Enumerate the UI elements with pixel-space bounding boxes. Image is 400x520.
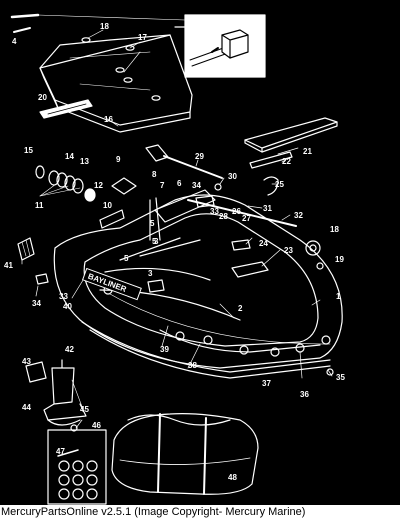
seat-bracket-part xyxy=(249,151,293,169)
roll-part xyxy=(17,237,35,261)
seat-plank-part xyxy=(244,117,338,153)
part-callout-7: 7 xyxy=(160,181,165,190)
part-callout-17: 17 xyxy=(138,33,147,42)
storage-bag-part xyxy=(111,413,259,495)
repair-kit-part xyxy=(47,429,107,505)
part-callout-29: 29 xyxy=(195,152,204,161)
part-callout-22: 22 xyxy=(282,157,291,166)
rod-and-pin-part xyxy=(10,13,186,33)
valve-cap-part xyxy=(111,177,137,195)
part-callout-30: 30 xyxy=(228,172,237,181)
part-callout-11: 11 xyxy=(35,201,44,210)
part-callout-13: 13 xyxy=(80,157,89,166)
part-callout-2: 2 xyxy=(238,304,243,313)
detail-inset xyxy=(174,14,266,78)
part-callout-8: 8 xyxy=(152,170,157,179)
part-callout-28: 28 xyxy=(219,212,228,221)
diagram-canvas: BAYLINER 1233455567891011121314151617181… xyxy=(4,13,345,505)
part-callout-23: 23 xyxy=(284,246,293,255)
drain-part xyxy=(326,368,334,376)
footer-caption: MercuryPartsOnline v2.5.1 (Image Copyrig… xyxy=(1,506,306,518)
part-callout-3: 3 xyxy=(154,237,159,246)
strip-part-20 xyxy=(39,99,93,119)
part-callout-47: 47 xyxy=(56,447,65,456)
part-callout-46: 46 xyxy=(92,421,101,430)
part-callout-37: 37 xyxy=(262,379,271,388)
part-callout-43: 43 xyxy=(22,357,31,366)
part-callout-31: 31 xyxy=(263,204,272,213)
part-callout-3: 3 xyxy=(148,269,153,278)
part-callout-10: 10 xyxy=(103,201,112,210)
inflatable-boat-hull xyxy=(53,189,343,379)
part-callout-24: 24 xyxy=(259,239,268,248)
handle-part xyxy=(263,176,279,196)
patch-part xyxy=(99,209,125,229)
part-callout-39: 39 xyxy=(160,345,169,354)
clip-part xyxy=(35,273,49,285)
part-callout-36: 36 xyxy=(300,390,309,399)
part-callout-5: 5 xyxy=(150,219,155,228)
floorboard-part xyxy=(39,34,193,133)
part-callout-1: 1 xyxy=(336,292,341,301)
part-callout-12: 12 xyxy=(94,181,103,190)
part-callout-27: 27 xyxy=(242,214,251,223)
part-callout-25: 25 xyxy=(275,180,284,189)
leader-lines xyxy=(21,29,333,429)
part-callout-14: 14 xyxy=(65,152,74,161)
part-callout-20: 20 xyxy=(38,93,47,102)
oar-part xyxy=(145,144,223,179)
part-callout-34: 34 xyxy=(192,181,201,190)
foot-pump-part xyxy=(25,359,87,432)
part-callout-4: 4 xyxy=(12,37,17,46)
part-callout-33: 33 xyxy=(210,207,219,216)
copyright-footer: MercuryPartsOnline v2.5.1 (Image Copyrig… xyxy=(0,505,400,520)
part-callout-34: 34 xyxy=(32,299,41,308)
part-callout-45: 45 xyxy=(80,405,89,414)
oarlock-part xyxy=(195,195,215,208)
part-callout-40: 40 xyxy=(63,302,72,311)
part-callout-21: 21 xyxy=(303,147,312,156)
part-callout-26: 26 xyxy=(232,207,241,216)
part-callout-5: 5 xyxy=(124,254,129,263)
part-callout-41: 41 xyxy=(4,261,13,270)
part-callouts: 1233455567891011121314151617181819202122… xyxy=(4,22,345,482)
part-callout-9: 9 xyxy=(116,155,121,164)
part-callout-35: 35 xyxy=(336,373,345,382)
part-callout-18: 18 xyxy=(330,225,339,234)
part-callout-15: 15 xyxy=(24,146,33,155)
part-callout-33: 33 xyxy=(59,292,68,301)
part-callout-42: 42 xyxy=(65,345,74,354)
part-callout-5: 5 xyxy=(152,237,157,246)
part-callout-19: 19 xyxy=(335,255,344,264)
part-callout-6: 6 xyxy=(177,179,182,188)
part-callout-38: 38 xyxy=(188,361,197,370)
part-callout-16: 16 xyxy=(104,115,113,124)
part-callout-18: 18 xyxy=(100,22,109,31)
knob-part xyxy=(214,183,222,191)
valve-assembly-part xyxy=(35,165,96,202)
part-callout-48: 48 xyxy=(228,473,237,482)
valve-right-part xyxy=(305,240,324,270)
part-callout-32: 32 xyxy=(294,211,303,220)
part-callout-44: 44 xyxy=(22,403,31,412)
